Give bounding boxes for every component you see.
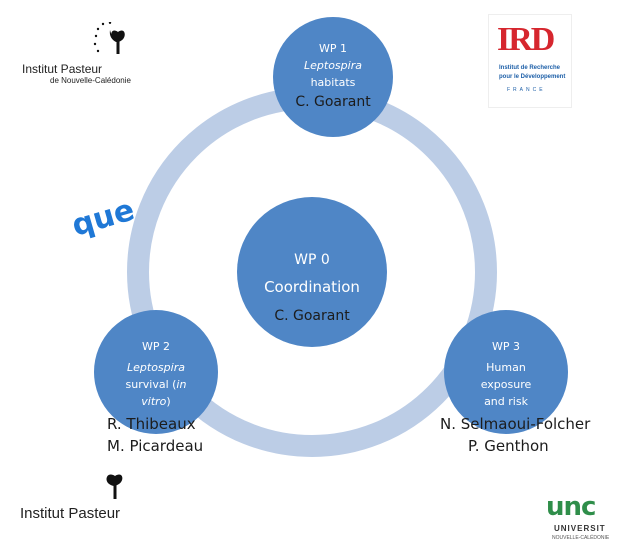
ird-mark: IRD [497,21,555,58]
unc-mark: unc [546,492,596,522]
wp2-line3-end: ) [166,395,171,408]
wp0-title: WP 0 [294,252,330,268]
wp3-lead1: N. Selmaoui-Folcher [440,415,591,433]
ird-sub2: pour le Développement [499,74,566,80]
wp3-title: WP 3 [491,340,520,353]
pasteur-nc-sub: de Nouvelle-Calédonie [50,76,131,85]
pasteur-mark-icon [106,474,123,499]
wp3-circle [444,310,568,434]
wp1-circle [273,17,393,137]
wp2-title: WP 2 [141,340,170,353]
wp2-line2-italic: in [176,378,187,391]
pasteur-nc-mark-icon [93,21,125,54]
wp2-circle [94,310,218,434]
wp2-lead2: M. Picardeau [107,437,204,455]
wp3-line1: Human [486,361,526,374]
wp1-lead: C. Goarant [295,94,371,110]
unc-sub2: NOUVELLE-CALÉDONIE [552,535,610,541]
ird-sub1: Institut de Recherche [499,65,561,71]
wp3-lead2: P. Genthon [468,437,549,455]
wp0-subtitle: Coordination [264,278,360,296]
unc-sub1: UNIVERSIT [554,524,606,533]
wp2-line3: vitro) [106,395,206,408]
wp2-line3-italic: vitro [141,395,167,408]
wp1-line1: Leptospira [304,59,362,72]
pasteur-logo [98,470,132,500]
unc-logo: unc UNIVERSIT NOUVELLE-CALÉDONIE [540,490,621,548]
wp1-title: WP 1 [318,42,347,55]
wp3-line2: exposure [480,378,532,391]
wp2-line1: Leptospira [127,361,185,374]
pasteur-name: Institut Pasteur [20,505,121,522]
wp1-line2: habitats [310,76,356,89]
wp2-line2-text: survival ( [125,378,177,391]
wp0-lead: C. Goarant [274,308,350,324]
ird-sub3: FRANCE [507,87,546,93]
wp3-line3: and risk [484,395,528,408]
pasteur-nc-logo [88,21,158,62]
ird-logo: IRD Institut de Recherche pour le Dévelo… [488,14,572,108]
pasteur-nc-name: Institut Pasteur [22,62,103,76]
wp0-circle [237,197,387,347]
wp2-line2: survival (in [106,378,206,391]
wp2-lead1: R. Thibeaux [107,415,196,433]
